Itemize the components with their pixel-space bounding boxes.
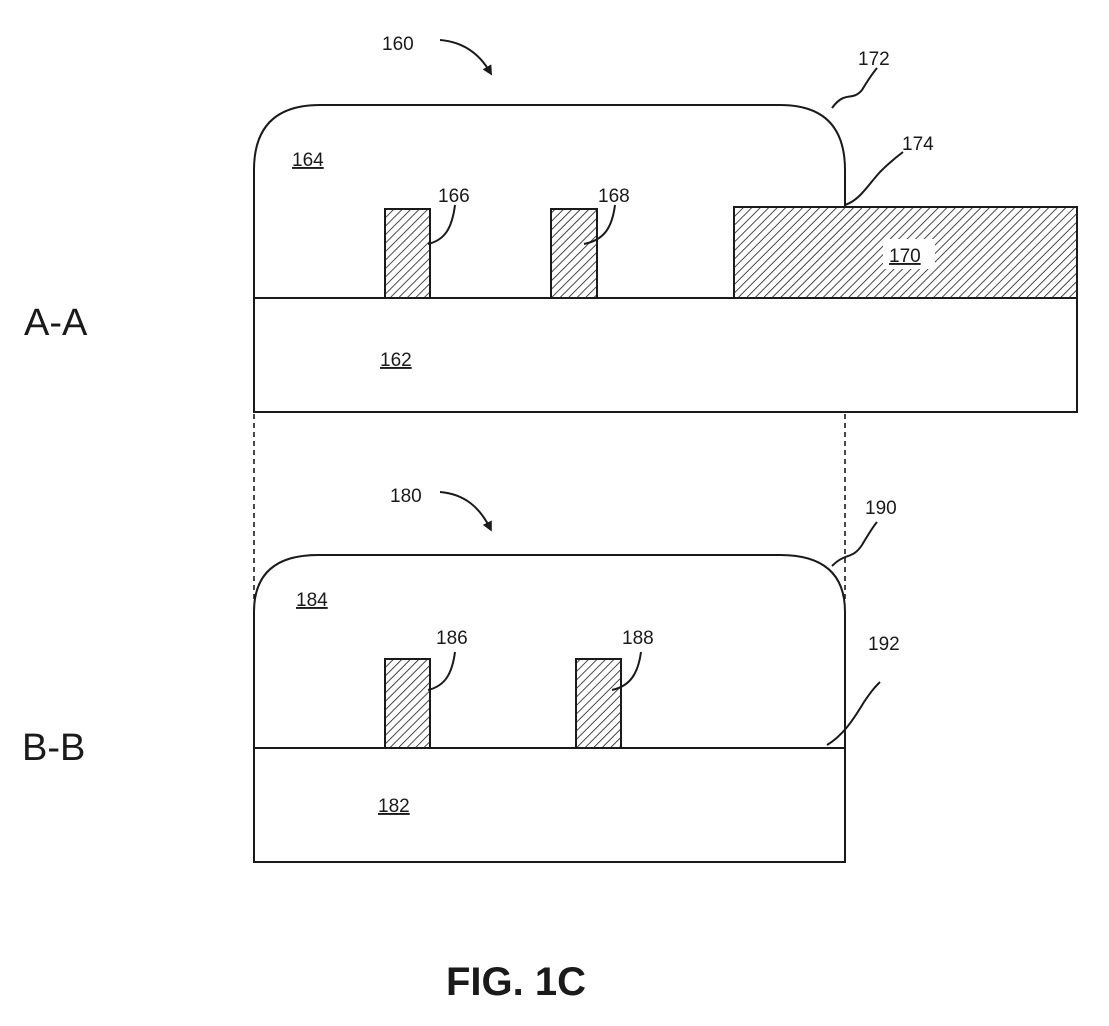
label-174: 174 xyxy=(902,134,934,155)
label-172: 172 xyxy=(858,49,890,70)
section-b: 180 190 192 184 186 188 182 B-B xyxy=(22,486,900,863)
layer-184-outline xyxy=(253,554,846,748)
label-162: 162 xyxy=(380,350,412,371)
fin-188 xyxy=(575,658,622,749)
section-label-a: A-A xyxy=(24,302,88,344)
label-192: 192 xyxy=(868,634,900,655)
leader-188 xyxy=(611,651,642,691)
substrate-182 xyxy=(253,747,846,863)
label-188: 188 xyxy=(622,628,654,649)
label-168: 168 xyxy=(598,186,630,207)
label-186: 186 xyxy=(436,628,468,649)
label-166: 166 xyxy=(438,186,470,207)
label-182: 182 xyxy=(378,796,410,817)
layer-164-outline xyxy=(253,104,846,298)
pad-170-label-bg xyxy=(883,239,935,269)
label-184: 184 xyxy=(296,590,328,611)
label-160: 160 xyxy=(382,34,414,55)
fin-168 xyxy=(550,208,598,299)
substrate-162 xyxy=(253,297,1078,413)
leader-192 xyxy=(826,681,881,746)
leader-172 xyxy=(831,67,878,109)
figure-caption: FIG. 1C xyxy=(446,960,586,1004)
label-180: 180 xyxy=(390,486,422,507)
leader-186 xyxy=(427,651,456,691)
fin-186 xyxy=(384,658,431,749)
section-label-b: B-B xyxy=(22,727,85,769)
label-170: 170 xyxy=(889,246,921,267)
label-190: 190 xyxy=(865,498,897,519)
leader-166 xyxy=(427,204,456,245)
arrow-160 xyxy=(439,39,493,76)
leader-168 xyxy=(583,204,616,245)
leader-190 xyxy=(831,521,878,567)
fin-166 xyxy=(384,208,431,299)
label-164: 164 xyxy=(292,150,324,171)
section-a: 160 172 174 164 166 168 170 162 A-A xyxy=(24,34,1078,413)
leader-174 xyxy=(844,151,904,206)
arrow-180 xyxy=(439,491,492,532)
